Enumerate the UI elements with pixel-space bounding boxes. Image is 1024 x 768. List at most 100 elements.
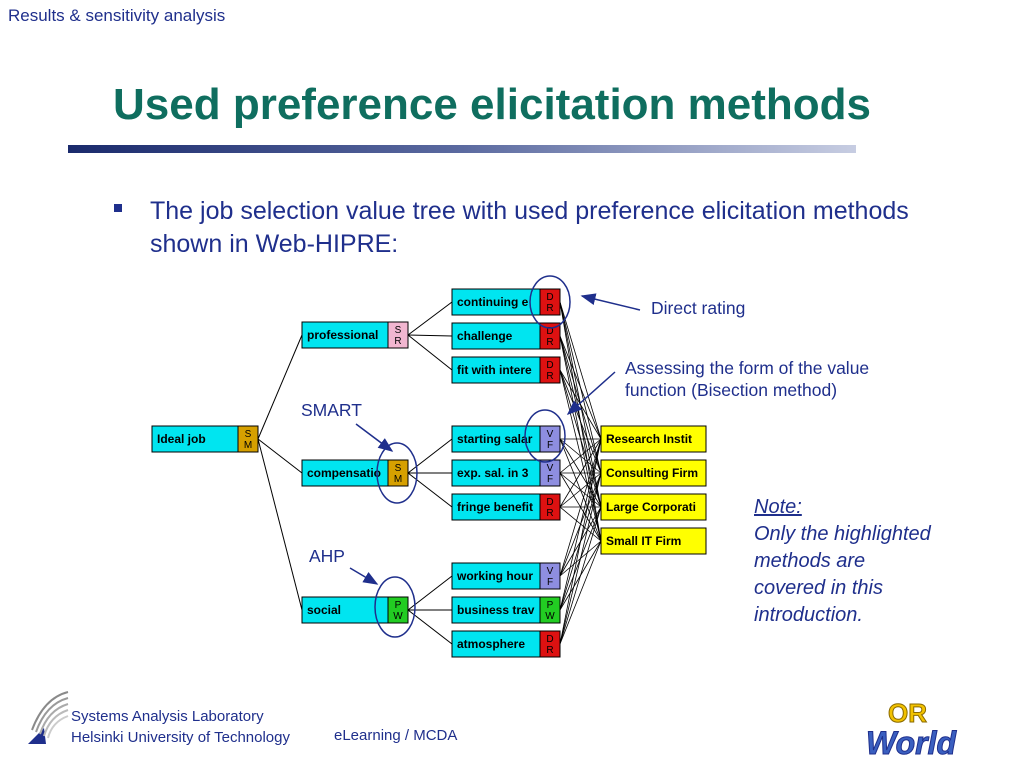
node-level2-5-code-top: D [546,497,553,508]
link-l1-l2-3 [407,438,453,474]
node-level2-3-method-code [539,425,561,453]
node-level2-5-code-bottom: R [546,508,553,519]
node-level2-8-label: atmosphere [457,637,525,651]
link-l1-l2-2 [407,334,453,371]
node-level2-5[interactable]: fringe benefit DR [451,493,561,521]
link-l2-alt-1-0 [559,335,602,440]
logo-or-text: OR [888,698,927,728]
node-level2-8-code-top: D [546,634,553,645]
node-level2-3-code-top: V [547,429,554,440]
note-line-1: Only the highlighted [754,523,931,545]
annotation-arrow-1 [566,371,616,415]
node-level1-0-code-bottom: R [394,336,401,347]
highlight-ellipse-3 [374,576,416,638]
highlight-ellipse-0 [529,275,571,329]
node-level2-0-code-bottom: R [546,303,553,314]
alternative-label-1: Consulting Firm [606,466,698,480]
node-level2-6-method-code [539,562,561,590]
tree-links [257,301,453,645]
node-ideal-job-label: Ideal job [157,432,206,446]
node-level1-2-code-top: P [395,600,402,611]
alternative-label-3: Small IT Firm [606,534,681,548]
link-l2-alt-4-0 [559,438,602,474]
ahp-label: AHP [309,546,345,566]
alternative-3[interactable]: Small IT Firm [600,527,707,555]
note-title: Note: [754,496,802,518]
link-l1-l2-1 [407,334,453,337]
node-level2-4-code-bottom: F [547,474,553,485]
link-root-l1-1 [257,438,303,474]
node-level2-3-code-bottom: F [547,440,553,451]
node-level1-1-label: compensatio [307,466,381,480]
alternative-box-2 [600,493,707,521]
node-level2-0-label: continuing e [457,295,529,309]
or-world-logo: OR World [866,698,959,760]
value-function-label: Assessing the form of the value function… [625,357,869,401]
node-level2-7-box [451,596,541,624]
node-level1-2-label: social [307,603,341,617]
link-root-l1-0 [257,334,303,440]
slide-title: Used preference elicitation methods [113,80,871,129]
node-level2-1-label: challenge [457,329,513,343]
node-level1-0-box [301,321,389,349]
note-box: Note: Only the highlighted methods are c… [754,494,931,629]
node-ideal-job-code-bottom: M [244,440,252,451]
node-ideal-job-box [151,425,239,453]
node-level2-2-box [451,356,541,384]
node-level1-1-box [301,459,389,487]
alternative-0[interactable]: Research Instit [600,425,707,453]
node-level2-7-label: business trav [457,603,535,617]
node-level2-2-code-top: D [546,360,553,371]
node-level2-6-code-top: V [547,566,554,577]
node-level2-8-method-code [539,630,561,658]
highlight-ellipse-2 [376,442,418,504]
node-level2-4-box [451,459,541,487]
link-l2-alt-8-0 [559,438,602,645]
node-level1-0-method-code [387,321,409,349]
node-level1-1[interactable]: compensatio SM [301,459,409,487]
node-level2-0-box [451,288,541,316]
link-l2-alt-8-3 [559,540,602,645]
node-level2-1-method-code [539,322,561,350]
node-level2-5-label: fringe benefit [457,500,533,514]
node-level2-7-code-top: P [547,600,554,611]
highlight-circles [374,275,571,638]
node-level1-1-code-bottom: M [394,474,402,485]
node-level1-2-method-code [387,596,409,624]
lab-line-1: Systems Analysis Laboratory [71,708,264,725]
link-l2-alt-5-0 [559,438,602,508]
node-level2-4-label: exp. sal. in 3 [457,466,529,480]
node-level2-7-method-code [539,596,561,624]
node-level1-2-box [301,596,389,624]
node-level1-0-label: professional [307,328,378,342]
alternative-label-0: Research Instit [606,432,692,446]
node-level2-5-box [451,493,541,521]
alternative-box-1 [600,459,707,487]
node-level2-1-code-top: D [546,326,553,337]
bullet-text: The job selection value tree with used p… [150,197,909,258]
node-ideal-job-method-code [237,425,259,453]
alternative-2[interactable]: Large Corporati [600,493,707,521]
alternative-links [559,301,602,645]
link-root-l1-2 [257,438,303,611]
node-level1-1-code-top: S [395,463,402,474]
alternative-label-2: Large Corporati [606,500,696,514]
course-name: eLearning / MCDA [334,727,458,744]
node-level2-2-label: fit with intere [457,363,532,377]
alternative-1[interactable]: Consulting Firm [600,459,707,487]
link-l2-alt-2-0 [559,369,602,440]
note-line-2: methods are [754,550,866,572]
